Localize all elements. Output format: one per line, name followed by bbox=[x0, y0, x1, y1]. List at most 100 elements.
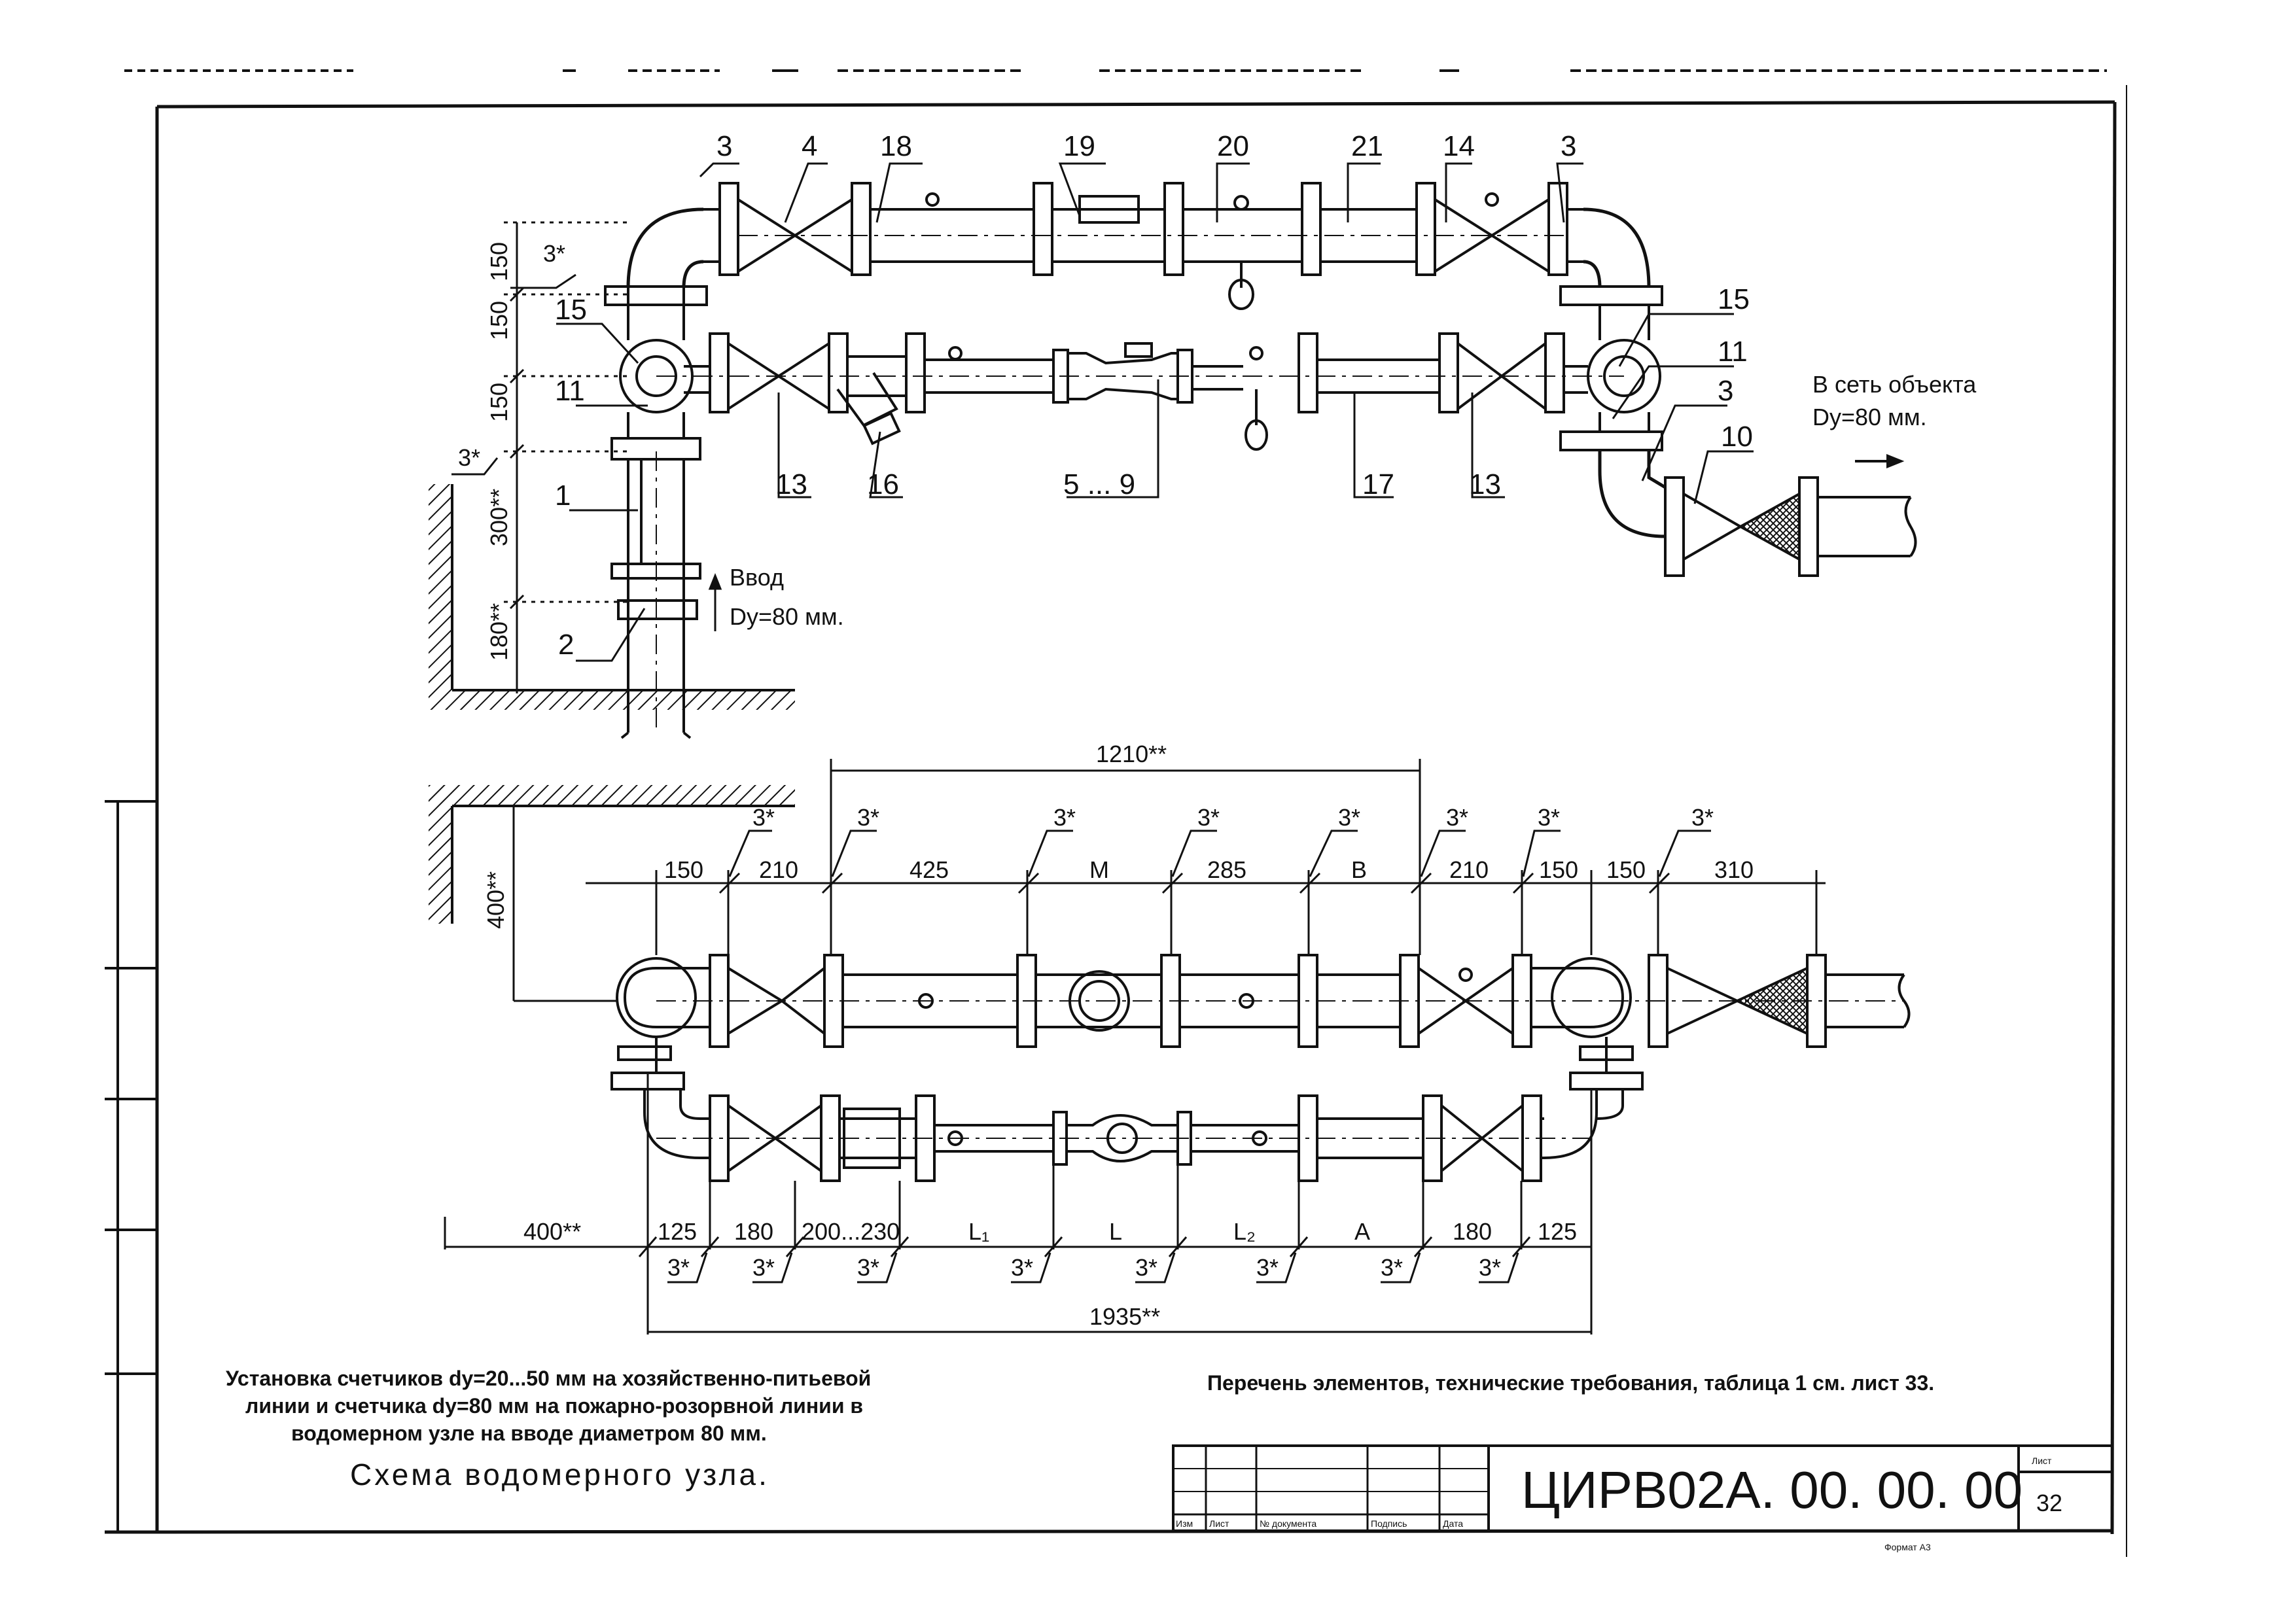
bottom-dim: 125 bbox=[1538, 1218, 1577, 1245]
sheet-label: Лист bbox=[2032, 1456, 2052, 1466]
vertical-dim: 150 bbox=[486, 301, 512, 340]
bottom-dim: L₂ bbox=[1233, 1218, 1256, 1245]
side-stamp bbox=[105, 800, 157, 1532]
plan-labels: 3 4 18 19 20 21 14 3 13 16 5 ... 9 17 13… bbox=[555, 130, 1753, 661]
top-dim: 210 bbox=[1449, 856, 1489, 883]
top-dim: 150 bbox=[664, 856, 703, 883]
plan-label: 18 bbox=[880, 130, 912, 162]
top-dim: 210 bbox=[759, 856, 798, 883]
reference-note: Перечень элементов, технические требован… bbox=[1207, 1371, 1934, 1395]
plan-dimension-text: 150 150 150 300** 180** 3* 3* bbox=[458, 240, 565, 661]
plan-label: 3 bbox=[1718, 375, 1733, 407]
plan-label: 1 bbox=[555, 480, 571, 512]
plan-label: 5 ... 9 bbox=[1063, 468, 1135, 500]
angle-mark: 3* bbox=[1381, 1254, 1403, 1281]
plan-label: 11 bbox=[1718, 336, 1748, 368]
bottom-dim: 400** bbox=[523, 1218, 581, 1245]
bottom-dim: L₁ bbox=[968, 1218, 989, 1245]
outlet-label: В сеть объекта bbox=[1812, 371, 1977, 398]
plan-callouts bbox=[556, 162, 1754, 662]
inlet-size: Dy=80 мм. bbox=[730, 603, 844, 630]
bottom-dim: L bbox=[1109, 1218, 1122, 1245]
angle-mark: 3* bbox=[543, 240, 565, 267]
description-line: линии и счетчика dy=80 мм на пожарно-роз… bbox=[245, 1394, 863, 1418]
plan-label: 4 bbox=[802, 130, 817, 162]
plan-label: 19 bbox=[1063, 130, 1095, 162]
angle-mark: 3* bbox=[752, 804, 775, 831]
angle-mark: 3* bbox=[1479, 1254, 1501, 1281]
bottom-dim: 200...230 bbox=[802, 1218, 900, 1245]
inlet-label: Ввод bbox=[730, 564, 784, 591]
angle-mark: 3* bbox=[1538, 804, 1560, 831]
angle-mark: 3* bbox=[1338, 804, 1360, 831]
elevation-view bbox=[429, 785, 1911, 1182]
vertical-dim: 180** bbox=[486, 603, 512, 661]
drawing-code: ЦИРВ02А. 00. 00. 00 bbox=[1521, 1461, 2022, 1519]
angle-mark: 3* bbox=[857, 1254, 879, 1281]
plan-label: 2 bbox=[558, 629, 574, 661]
angle-mark: 3* bbox=[1256, 1254, 1279, 1281]
plan-label: 16 bbox=[867, 468, 899, 500]
format-note: Формат А3 bbox=[1884, 1542, 1931, 1552]
vertical-dim: 150 bbox=[486, 383, 512, 422]
title-header: Лист bbox=[1209, 1518, 1229, 1529]
bottom-dim: 180 bbox=[1453, 1218, 1492, 1245]
angle-mark: 3* bbox=[1691, 804, 1714, 831]
angle-mark: 3* bbox=[667, 1254, 690, 1281]
plan-view bbox=[429, 182, 1917, 739]
wall-hatch-plan bbox=[429, 484, 452, 690]
title-header: Дата bbox=[1443, 1518, 1463, 1529]
angle-mark: 3* bbox=[1053, 804, 1076, 831]
description-line: водомерном узле на вводе диаметром 80 мм… bbox=[291, 1422, 767, 1445]
angle-mark: 3* bbox=[857, 804, 879, 831]
sheet-number: 32 bbox=[2036, 1490, 2062, 1516]
overall-top-dim: 1210** bbox=[1096, 741, 1167, 767]
vertical-dim: 300** bbox=[486, 489, 512, 546]
top-dim: 150 bbox=[1539, 856, 1578, 883]
angle-mark: 3* bbox=[1011, 1254, 1033, 1281]
plan-label: 13 bbox=[1469, 468, 1501, 500]
overall-bottom-dim: 1935** bbox=[1089, 1303, 1160, 1330]
elevation-dimensions bbox=[444, 759, 1826, 1335]
flow-notes: Ввод Dy=80 мм. В сеть объекта Dy=80 мм. bbox=[730, 371, 1977, 630]
title-block-text: Изм Лист № документа Подпись Дата ЦИРВ02… bbox=[1176, 1456, 2062, 1552]
plan-label: 20 bbox=[1217, 130, 1249, 162]
plan-label: 3 bbox=[716, 130, 732, 162]
plan-label: 15 bbox=[555, 294, 587, 326]
plan-dimensions bbox=[451, 221, 628, 693]
title-block bbox=[1172, 1444, 2113, 1532]
plan-label: 13 bbox=[775, 468, 807, 500]
notes: Установка счетчиков dy=20...50 мм на хоз… bbox=[226, 1367, 1934, 1492]
vertical-dim: 150 bbox=[486, 242, 512, 281]
title-header: Подпись bbox=[1371, 1518, 1407, 1529]
wall-hatch-elevation bbox=[429, 785, 795, 806]
plan-label: 15 bbox=[1718, 283, 1750, 315]
plan-label: 17 bbox=[1362, 468, 1394, 500]
plan-label: 11 bbox=[555, 375, 585, 407]
outlet-size: Dy=80 мм. bbox=[1812, 404, 1927, 430]
bottom-dim: A bbox=[1354, 1218, 1370, 1245]
plan-label: 10 bbox=[1721, 421, 1753, 453]
top-dim: B bbox=[1351, 856, 1367, 883]
plan-label: 21 bbox=[1351, 130, 1383, 162]
angle-mark: 3* bbox=[1446, 804, 1468, 831]
top-dim: 285 bbox=[1207, 856, 1246, 883]
top-dim: 310 bbox=[1714, 856, 1754, 883]
angle-mark: 3* bbox=[1135, 1254, 1157, 1281]
angle-mark: 3* bbox=[752, 1254, 775, 1281]
drawing-title: Схема водомерного узла. bbox=[350, 1457, 769, 1492]
description-line: Установка счетчиков dy=20...50 мм на хоз… bbox=[226, 1367, 871, 1390]
sheet-frame bbox=[104, 85, 2127, 1557]
bottom-dim: 180 bbox=[734, 1218, 773, 1245]
top-dim: 150 bbox=[1606, 856, 1646, 883]
plan-label: 14 bbox=[1443, 130, 1475, 162]
elevation-dimension-text: 1210** 400** 150 210 425 M 285 B 210 150… bbox=[482, 741, 1754, 1330]
title-header: Изм bbox=[1176, 1518, 1193, 1529]
angle-mark: 3* bbox=[458, 444, 480, 471]
title-header: № документа bbox=[1260, 1518, 1316, 1529]
angle-mark: 3* bbox=[1197, 804, 1220, 831]
plan-label: 3 bbox=[1561, 130, 1576, 162]
top-dim: M bbox=[1089, 856, 1109, 883]
bottom-dim: 125 bbox=[658, 1218, 697, 1245]
